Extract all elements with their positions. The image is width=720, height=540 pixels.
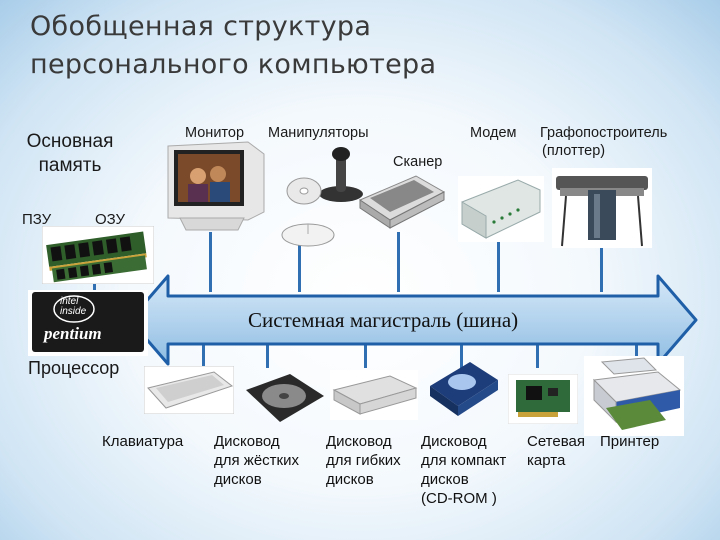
nic-label-line-2: карта (527, 451, 585, 470)
printer-image (584, 356, 684, 436)
ram-module-image (42, 226, 154, 284)
fdd-label-line-3: дисков (326, 470, 401, 489)
mouse-image (280, 220, 336, 248)
printer-label: Принтер (600, 432, 659, 451)
modem-image (458, 176, 544, 242)
plotter-label: Графопостроитель (плоттер) (540, 124, 667, 160)
processor-chip-image (28, 290, 148, 356)
processor-label: Процессор (28, 358, 119, 379)
title-line-1: Обобщенная структура (30, 8, 436, 46)
hdd-label-line-2: для жёстких (214, 451, 299, 470)
cd-label-line-3: дисков (421, 470, 506, 489)
scanner-label: Сканер (393, 153, 442, 171)
fdd-label-line-2: для гибких (326, 451, 401, 470)
floppy-drive-image (330, 370, 418, 420)
plotter-image (552, 168, 652, 248)
inside-text: inside (60, 307, 86, 317)
manipulators-label: Манипуляторы (268, 124, 369, 142)
fdd-label: Дисковод для гибких дисков (326, 432, 401, 489)
scanner-image (356, 170, 446, 232)
title-line-2: персонального компьютера (30, 46, 436, 84)
nic-label: Сетевая карта (527, 432, 585, 470)
page-title: Обобщенная структура персонального компь… (30, 8, 436, 84)
cd-label-line-1: Дисковод (421, 432, 506, 451)
main-memory-line-2: память (20, 154, 120, 178)
cd-rom-drive-image (426, 356, 502, 422)
fdd-label-line-1: Дисковод (326, 432, 401, 451)
keyboard-label: Клавиатура (102, 432, 183, 451)
system-bus-label: Системная магистраль (шина) (248, 308, 518, 333)
keyboard-image (144, 366, 234, 414)
hdd-label-line-1: Дисковод (214, 432, 299, 451)
disc-image (286, 176, 322, 206)
intel-inside-text: intel inside (60, 297, 86, 317)
main-memory-line-1: Основная (20, 130, 120, 154)
nic-label-line-1: Сетевая (527, 432, 585, 451)
cd-label: Дисковод для компакт дисков (CD-ROM ) (421, 432, 506, 508)
cd-label-line-4: (CD-ROM ) (421, 489, 506, 508)
hdd-label: Дисковод для жёстких дисков (214, 432, 299, 489)
monitor-image (160, 140, 272, 232)
plotter-label-line-1: Графопостроитель (540, 124, 667, 142)
hdd-label-line-3: дисков (214, 470, 299, 489)
modem-label: Модем (470, 124, 516, 142)
plotter-label-line-2: (плоттер) (540, 142, 667, 160)
main-memory-label: Основная память (20, 130, 120, 178)
network-card-image (508, 374, 578, 424)
pentium-text: pentium (44, 324, 102, 344)
cd-label-line-2: для компакт (421, 451, 506, 470)
hard-disk-drive-image (240, 370, 328, 428)
